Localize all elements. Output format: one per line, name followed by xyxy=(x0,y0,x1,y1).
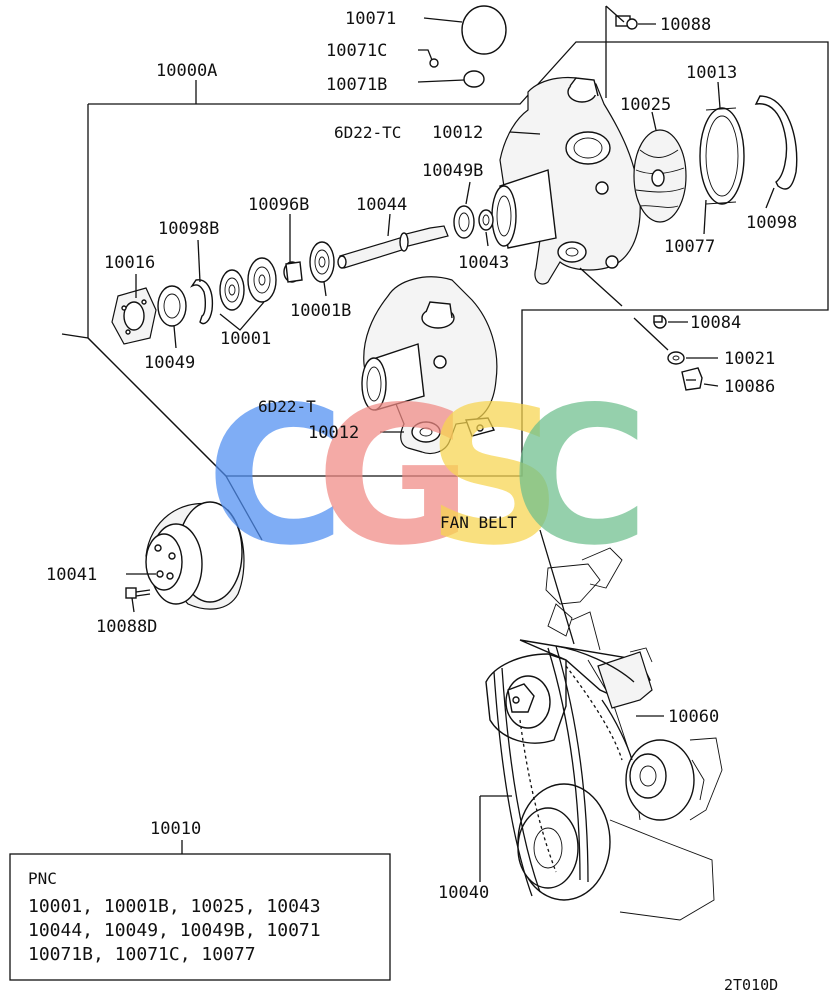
label-10071c: 10071C xyxy=(326,41,387,61)
label-10013: 10013 xyxy=(686,63,737,83)
label-10098: 10098 xyxy=(746,213,797,233)
label-10088: 10088 xyxy=(660,15,711,35)
watermark-letter-3: S xyxy=(426,366,563,587)
leader-10013 xyxy=(717,81,721,109)
label-10040: 10040 xyxy=(438,883,489,903)
label-10049b: 10049B xyxy=(422,161,483,181)
pulley-10041 xyxy=(145,501,245,610)
seal-10049b xyxy=(453,205,475,239)
leader-10012-tc xyxy=(509,131,541,135)
label-fan-belt: FAN BELT xyxy=(440,513,517,532)
leader-10044 xyxy=(387,213,391,237)
fan-belt xyxy=(493,645,635,897)
label-10012-t: 10012 xyxy=(308,423,359,443)
leader-10001 xyxy=(219,301,265,331)
pnc-line-3: 10071B, 10071C, 10077 xyxy=(28,944,256,965)
label-10025: 10025 xyxy=(620,95,671,115)
watermark-letter-1: C xyxy=(206,366,345,587)
gasket-10071 xyxy=(461,5,507,55)
label-6d22-t: 6D22-T xyxy=(258,397,316,416)
leader-10025 xyxy=(651,111,657,131)
label-6d22-tc: 6D22-TC xyxy=(334,123,401,142)
spacer-10096b xyxy=(283,261,303,283)
leader-10049 xyxy=(173,325,177,349)
bolt-10084 xyxy=(653,315,667,329)
bolt-10086 xyxy=(681,367,703,391)
leader-10098 xyxy=(765,187,775,209)
leader-10086 xyxy=(703,383,719,387)
label-10000a: 10000A xyxy=(156,61,217,81)
snap-ring-10098 xyxy=(754,95,798,190)
pulley-leader-outline xyxy=(61,333,263,541)
figure-code: 2T010D xyxy=(724,976,778,994)
pnc-title: PNC xyxy=(28,869,57,888)
leader-10098b xyxy=(197,239,201,283)
oring-10071c xyxy=(429,58,439,68)
bolt-10088 xyxy=(605,5,656,98)
pump-housing-tc xyxy=(491,77,641,285)
washer-10021 xyxy=(667,351,685,365)
leader-fan-belt xyxy=(539,529,575,645)
bolt-10088d xyxy=(125,587,151,599)
label-10086: 10086 xyxy=(724,377,775,397)
label-10077: 10077 xyxy=(664,237,715,257)
label-10021: 10021 xyxy=(724,349,775,369)
ring-10043 xyxy=(478,209,494,231)
label-10044: 10044 xyxy=(356,195,407,215)
leader-group-bolts xyxy=(633,317,669,351)
watermark: C G S C xyxy=(206,366,649,587)
bearing-10001-b xyxy=(219,269,245,311)
label-10060: 10060 xyxy=(668,707,719,727)
flange-10016 xyxy=(111,287,157,345)
leader-10071 xyxy=(423,17,463,23)
leader-6d22tc-housing xyxy=(579,267,623,307)
pnc-box xyxy=(9,853,391,981)
shaft-10044 xyxy=(337,225,449,269)
impeller-10025 xyxy=(633,129,687,223)
label-10043: 10043 xyxy=(458,253,509,273)
leader-10071c xyxy=(418,49,433,61)
watermark-letter-2: G xyxy=(316,366,472,587)
label-10041: 10041 xyxy=(46,565,97,585)
label-10016: 10016 xyxy=(104,253,155,273)
seal-10049 xyxy=(157,285,187,327)
label-10096b: 10096B xyxy=(248,195,309,215)
leader-10077 xyxy=(703,199,707,235)
label-10049: 10049 xyxy=(144,353,195,373)
label-10071b: 10071B xyxy=(326,75,387,95)
label-10098b: 10098B xyxy=(158,219,219,239)
bearing-10001b xyxy=(309,241,335,283)
leader-10043 xyxy=(485,231,489,247)
pump-housing-t xyxy=(361,276,498,455)
label-10088d: 10088D xyxy=(96,617,157,637)
snap-ring-10098b xyxy=(189,279,214,325)
label-10001: 10001 xyxy=(220,329,271,349)
leader-10088d xyxy=(131,597,135,613)
seal-10013 xyxy=(699,107,745,205)
watermark-letter-4: C xyxy=(510,366,649,587)
label-10084: 10084 xyxy=(690,313,741,333)
label-10012-tc: 10012 xyxy=(432,123,483,143)
bearing-10001-a xyxy=(247,257,277,303)
gasket-10071b xyxy=(463,70,485,88)
label-10001b: 10001B xyxy=(290,301,351,321)
label-10010: 10010 xyxy=(150,819,201,839)
pnc-line-2: 10044, 10049, 10049B, 10071 xyxy=(28,920,321,941)
leader-10001b xyxy=(323,281,327,297)
leader-10049b xyxy=(465,181,471,205)
label-10071: 10071 xyxy=(345,9,396,29)
leader-10071b xyxy=(417,79,465,83)
pnc-line-1: 10001, 10001B, 10025, 10043 xyxy=(28,896,321,917)
